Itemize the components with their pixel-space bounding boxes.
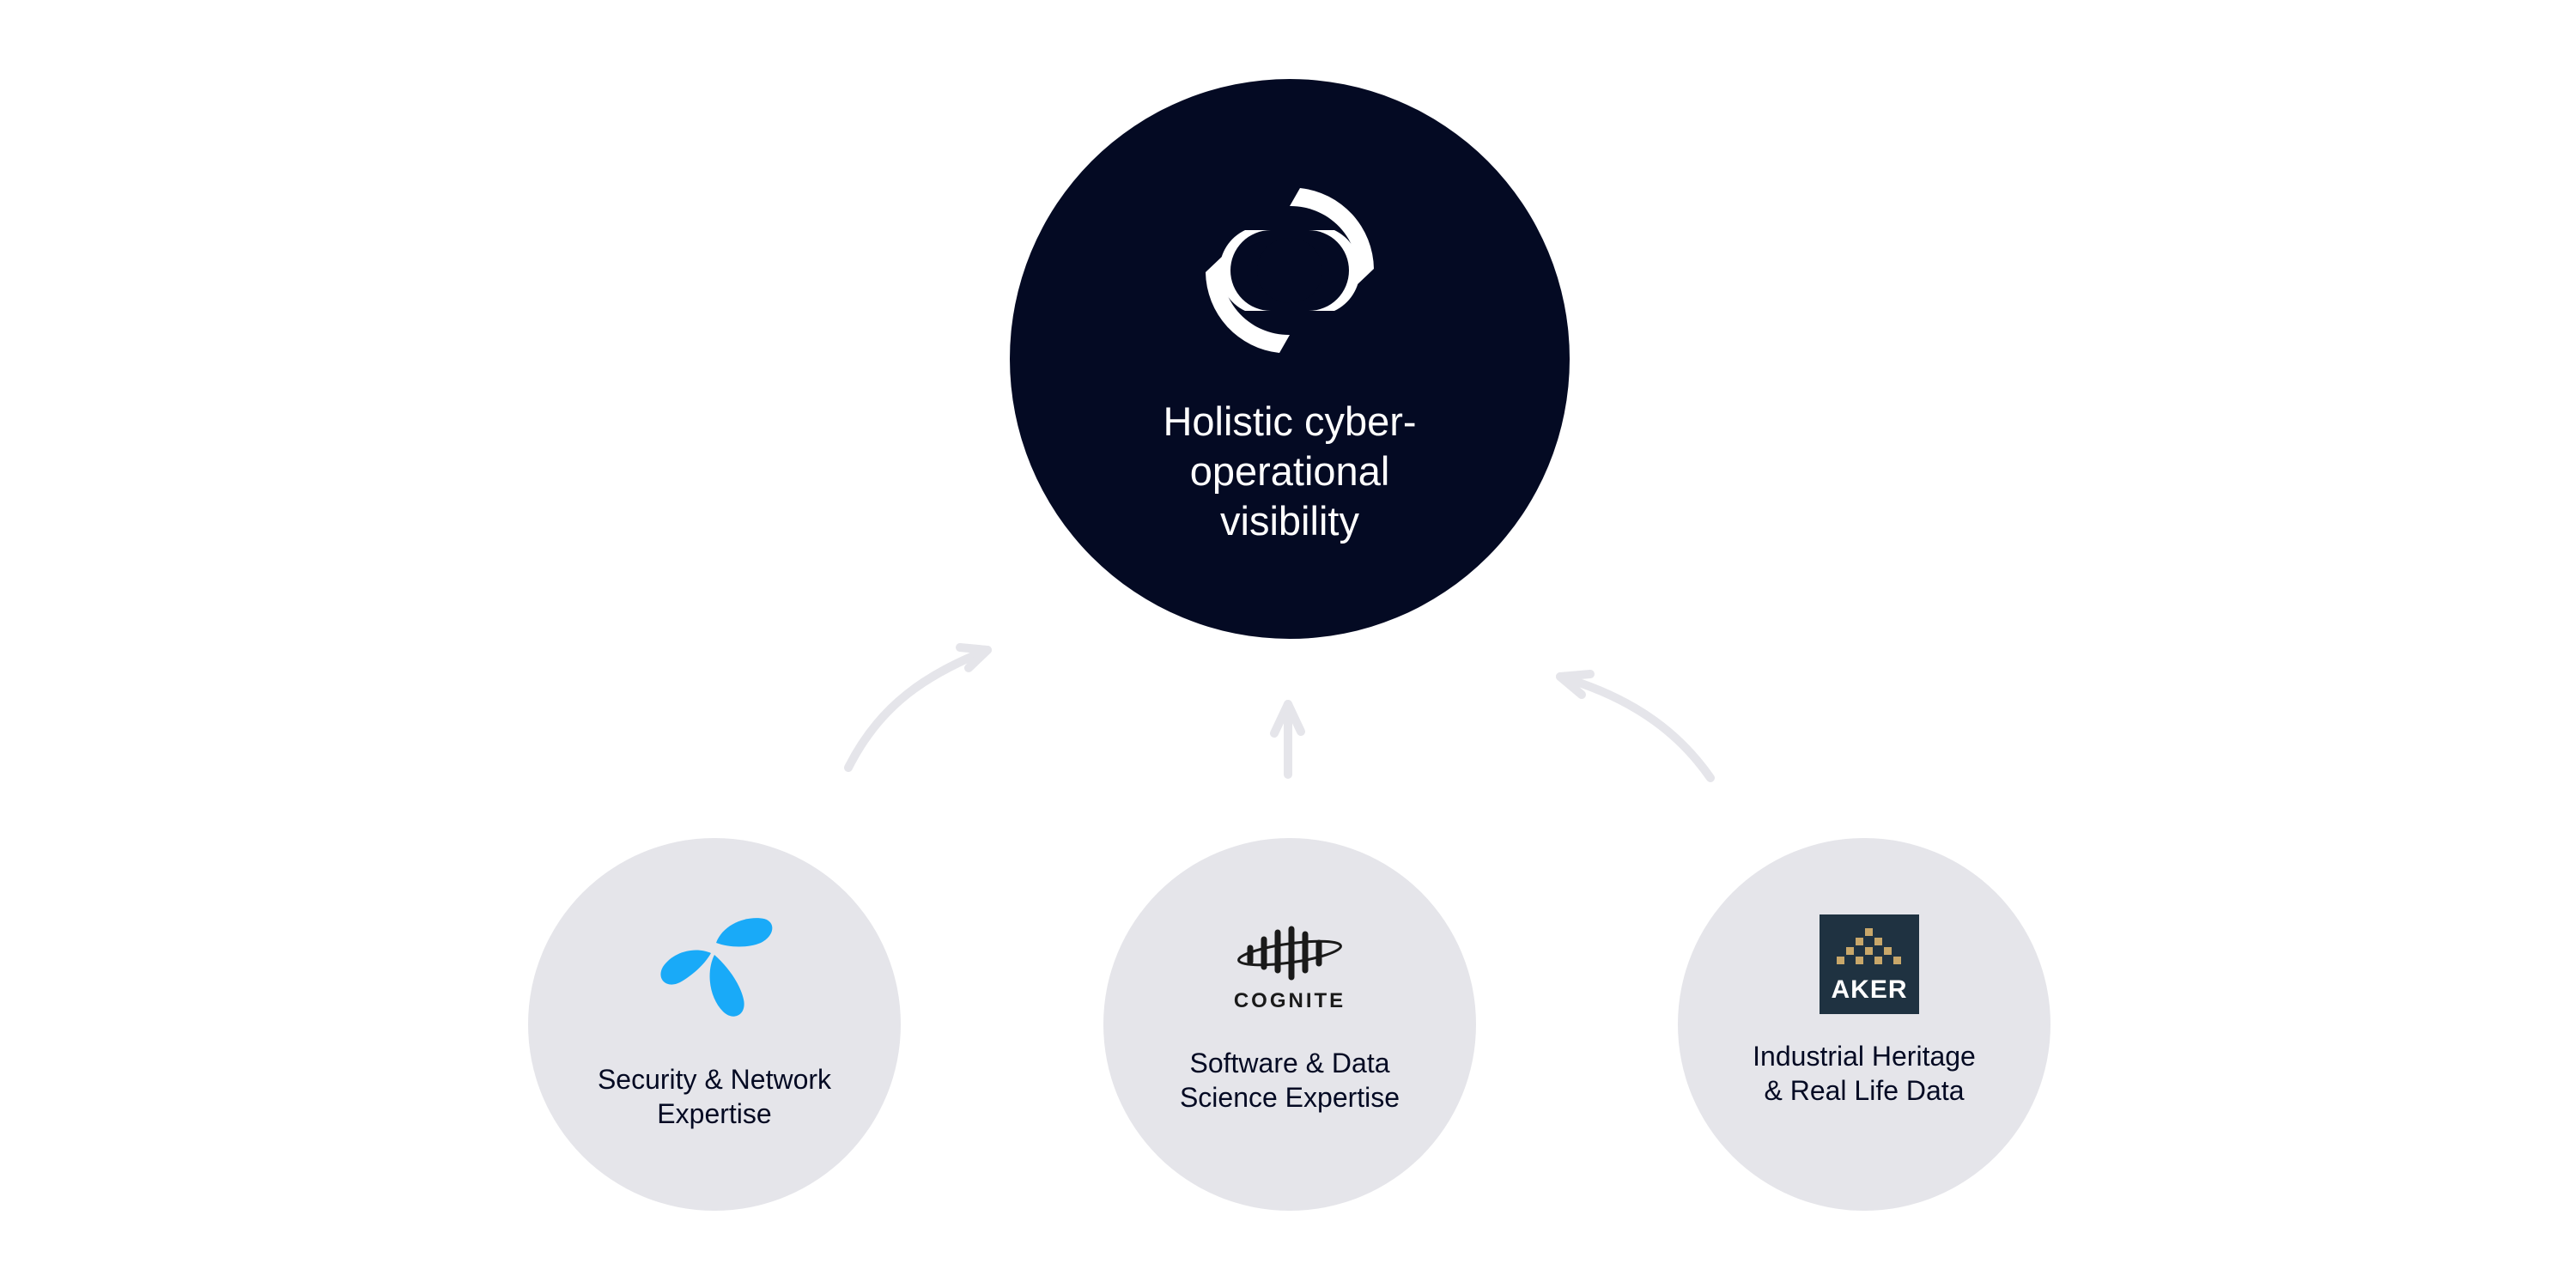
contributor-node-cognite: [1103, 838, 1476, 1211]
aker-wordmark: AKER: [1831, 975, 1908, 1004]
telenor-logo-icon: [660, 918, 773, 1017]
contributor-label-aker: Industrial Heritage & Real Life Data: [1753, 1041, 1976, 1106]
arrow-left: [844, 643, 992, 772]
arrow-center: [1270, 700, 1305, 779]
arrow-right: [1556, 670, 1715, 782]
contributor-label-telenor: Security & Network Expertise: [597, 1064, 832, 1129]
cognite-mark-icon: [1237, 926, 1342, 981]
center-label: Holistic cyber- operational visibility: [1163, 398, 1417, 544]
contributor-node-aker: [1678, 838, 2050, 1211]
nozomi-logo-icon: [1206, 188, 1374, 353]
cognite-logo: COGNITE: [1226, 917, 1353, 1012]
contributor-label-cognite: Software & Data Science Expertise: [1179, 1048, 1400, 1113]
center-node: [1010, 79, 1570, 639]
aker-pixel-mark-icon: [1837, 928, 1901, 964]
aker-logo: AKER: [1820, 914, 1919, 1014]
cognite-wordmark: COGNITE: [1233, 989, 1346, 1012]
contributor-node-telenor: [528, 838, 901, 1211]
